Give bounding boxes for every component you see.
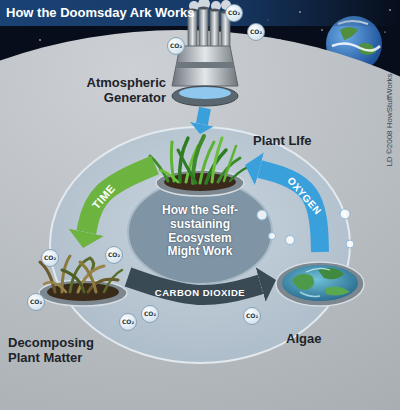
decomposing-pad (104, 270, 122, 292)
arrow-label: CARBON DIOXIDE (155, 288, 245, 298)
generator-machine (172, 86, 238, 106)
plant-pad (218, 158, 240, 182)
plant-pad (150, 136, 246, 183)
stars (384, 31, 385, 32)
co2-bubble: CO₂ (243, 307, 261, 325)
generator-machine (210, 8, 219, 11)
center-caption: How the Self-sustaining Ecosystem Might … (152, 204, 248, 259)
earth (340, 27, 358, 40)
algae-pad (326, 287, 350, 296)
decomposing-pad (62, 270, 84, 292)
co2-bubble: CO₂ (119, 313, 137, 331)
co2-bubble: CO₂ (225, 4, 243, 22)
generator-machine (199, 8, 208, 48)
copyright-note: LD ©2008 HowStuffWorks (386, 73, 394, 166)
oxygen-bubbles (257, 209, 354, 248)
flow-arrow (86, 165, 155, 232)
flow-arrow (202, 108, 205, 124)
oxygen-bubbles (286, 236, 295, 245)
plant-node: Plant LIfe (155, 134, 245, 196)
node-label: Decomposing Plant Matter (8, 336, 112, 366)
node-label: Algae (286, 332, 356, 347)
plant-pad (230, 168, 246, 181)
algae-pad (276, 262, 364, 306)
algae-node: Algae (276, 252, 364, 308)
plant-pad (160, 170, 178, 182)
generator-machine (176, 62, 234, 68)
decomposing-pad (44, 282, 66, 292)
plant-pad (178, 150, 196, 183)
algae-pad (282, 265, 358, 301)
oxygen-bubbles (340, 209, 350, 219)
algae-pad (276, 262, 364, 306)
oxygen-bubbles (257, 210, 267, 220)
plant-pad (150, 136, 246, 196)
stars (39, 39, 41, 41)
stars (321, 29, 322, 30)
co2-bubble: CO₂ (27, 293, 45, 311)
algae-pad (318, 268, 344, 280)
algae-pad (300, 292, 320, 297)
algae-pad (306, 268, 330, 272)
co2-bubble: CO₂ (247, 23, 265, 41)
generator-machine (211, 1, 221, 11)
oxygen-bubbles (346, 240, 354, 248)
node-label: Plant LIfe (253, 134, 333, 149)
co2-bubble: CO₂ (105, 246, 123, 264)
node-label: Atmospheric Generator (80, 76, 166, 106)
diagram-title: How the Doomsday Ark Works (6, 5, 195, 21)
generator-machine (179, 87, 231, 99)
generator-machine (210, 10, 219, 48)
algae-pad (292, 274, 314, 290)
co2-bubble: CO₂ (141, 305, 159, 323)
moon-surface (0, 30, 400, 410)
oxygen-bubbles (269, 233, 276, 240)
earth (332, 43, 380, 50)
co2-bubble: CO₂ (167, 37, 185, 55)
cycle-ring (50, 127, 350, 363)
co2-bubble: CO₂ (41, 249, 59, 267)
generator-machine (199, 6, 208, 9)
